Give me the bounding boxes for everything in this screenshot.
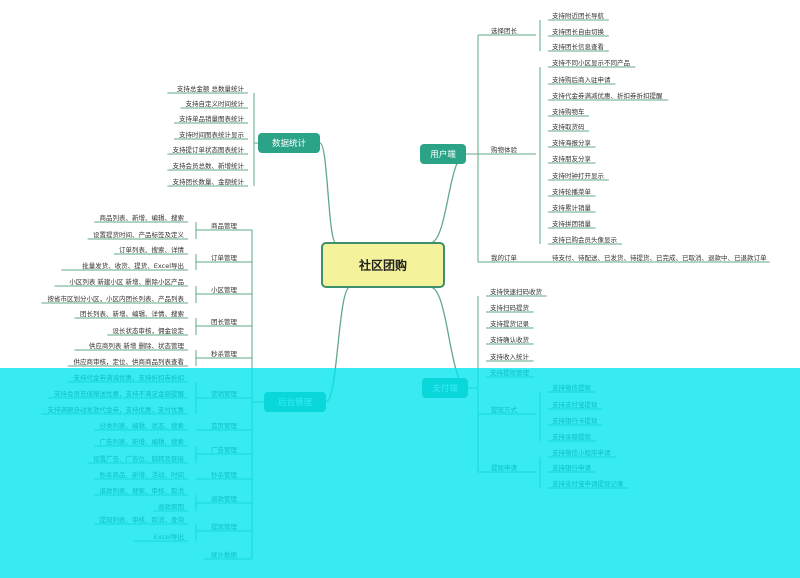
leaf-text: 设置广告、广告位、跳转及链接	[93, 454, 185, 463]
leaf-text: 支持已购会员头像显示	[552, 235, 618, 244]
leaf-text: 支持时钟打开显示	[552, 171, 605, 180]
leaf-text: 支持会员总数、新增统计	[173, 161, 245, 170]
leaf-text: 设长状态审核，佣金设定	[113, 326, 185, 335]
leaf-text: 支持支付宝申请提现记录	[552, 479, 624, 488]
leaf-text: 支持确认收货	[490, 335, 530, 344]
leaf-text: 小区列表 新建小区 新增、删除小区产品	[69, 277, 184, 286]
group-label: 首页管理	[211, 421, 238, 430]
group-label: 小区管理	[211, 285, 238, 294]
leaf-text: 团长列表、新增、编辑、详情、搜索	[80, 309, 185, 318]
leaf-text: 支持自定义时间统计	[186, 99, 245, 108]
branch-data-stats-label: 数据统计	[272, 138, 307, 149]
center-node-label: 社区团购	[358, 258, 407, 273]
center-node-box[interactable]	[321, 242, 445, 288]
leaf-text: 支持团长信息查看	[552, 42, 605, 51]
branch-admin-side-label: 后台管理	[278, 397, 313, 408]
connector-curve	[429, 153, 467, 244]
leaf-text: 支持满额自动发放代金券，支持优惠、支付优惠	[48, 405, 185, 414]
leaf-text: 广告列表、新增、编辑、搜索	[100, 437, 185, 446]
leaf-text: 批量发货、收货、提货、Excel导出	[82, 261, 184, 270]
leaf-text: 支持海报分享	[552, 138, 592, 147]
leaf-text: 支持微信提现	[552, 383, 592, 392]
leaf-text: Excel导出	[154, 532, 184, 541]
group-label: 订单管理	[211, 253, 238, 262]
leaf-text: 供应商列表 新增 删除、状态管理	[89, 341, 185, 350]
leaf-text: 供应商审核，定位、供商商品列表查看	[74, 357, 185, 366]
leaf-text: 支持微信小程序申请	[552, 448, 611, 457]
leaf-text: 支持银行卡提现	[552, 416, 598, 425]
branch-user-side-box[interactable]	[420, 144, 466, 164]
leaf-text: 退款原因	[158, 502, 184, 511]
leaf-text: 支持拼团销量	[552, 219, 592, 228]
leaf-text: 待支付、待配送、已发货、待提货、已完成、已取消、退款中、已退款订单	[552, 253, 767, 262]
branch-payment-label: 支付端	[432, 383, 458, 394]
group-label: 营销管理	[211, 389, 238, 398]
group-label: 提现管理	[211, 522, 238, 531]
leaf-text: 支持支付宝提现	[552, 400, 598, 409]
leaf-text: 支持总金额 总数量统计	[177, 84, 245, 93]
group-label: 秒杀管理	[211, 470, 238, 479]
branch-user-side-label: 用户端	[430, 149, 456, 160]
branch-data-stats-box[interactable]	[258, 133, 320, 153]
leaf-text: 支持单品销量图表统计	[179, 114, 245, 123]
leaf-text: 支持取货码	[552, 122, 585, 131]
group-label: 统计数据	[211, 550, 238, 559]
leaf-text: 支持代金券满减优惠、折扣券折扣提醒	[552, 91, 663, 100]
leaf-text: 支持朋友分享	[552, 154, 592, 163]
leaf-text: 支持提现管理	[490, 368, 530, 377]
group-label: 商品管理	[211, 221, 238, 230]
leaf-text: 设置提货时间、产品标签及定义	[93, 230, 185, 239]
leaf-text: 支持轮播菜单	[552, 187, 592, 196]
leaf-text: 分类列表、编辑、状态、搜索	[100, 421, 185, 430]
leaf-text: 支持时间图表统计显示	[179, 130, 245, 139]
leaf-text: 支持余额提现	[552, 432, 592, 441]
group-label: 购物体验	[491, 145, 518, 154]
connector-curve	[319, 142, 337, 244]
leaf-text: 支持银行申请	[552, 463, 592, 472]
leaf-text: 支持代金券满减优惠，支持折扣券折扣	[74, 373, 185, 382]
group-label: 我的订单	[491, 253, 518, 262]
leaf-text: 支持提货记录	[490, 319, 530, 328]
leaf-text: 提现列表、审核、取消、查询	[100, 515, 185, 524]
leaf-text: 支持附近团长导航	[552, 11, 605, 20]
leaf-text: 支持团长自由切换	[552, 27, 605, 36]
group-label: 提现方式	[491, 405, 518, 414]
group-label: 团长管理	[211, 317, 238, 326]
leaf-text: 支持收入统计	[490, 352, 530, 361]
leaf-text: 订单列表、搜索、详情	[119, 245, 185, 254]
leaf-text: 商品列表、新增、编辑、搜索	[100, 213, 185, 222]
connector-curve	[325, 286, 351, 403]
leaf-text: 按省市区划分小区，小区内团长列表、产品列表	[48, 294, 185, 303]
group-label: 选择团长	[491, 26, 518, 35]
group-label: 提现申请	[491, 463, 518, 472]
leaf-text: 支持团长数量、金额统计	[173, 177, 245, 186]
leaf-text: 支持购物车	[552, 107, 585, 116]
leaf-text: 退款列表、搜索、审核、取消	[100, 486, 185, 495]
leaf-text: 支持会员充值赠送优惠，支持不满足金额提醒	[54, 389, 185, 398]
leaf-text: 支持累计销量	[552, 203, 592, 212]
leaf-text: 秒杀商品、新增、活动、时间	[100, 470, 185, 479]
leaf-text: 支持提订单状态图表统计	[173, 145, 245, 154]
connector-curve	[429, 286, 469, 389]
group-label: 广告管理	[211, 445, 238, 454]
leaf-text: 支持扫码提货	[490, 303, 530, 312]
leaf-text: 支持不同小区显示不同产品	[552, 58, 630, 67]
group-label: 退款管理	[211, 494, 238, 503]
group-label: 秒杀管理	[211, 349, 238, 358]
leaf-text: 支持购后商入驻申请	[552, 75, 611, 84]
leaf-text: 支持快速扫码收货	[490, 287, 543, 296]
